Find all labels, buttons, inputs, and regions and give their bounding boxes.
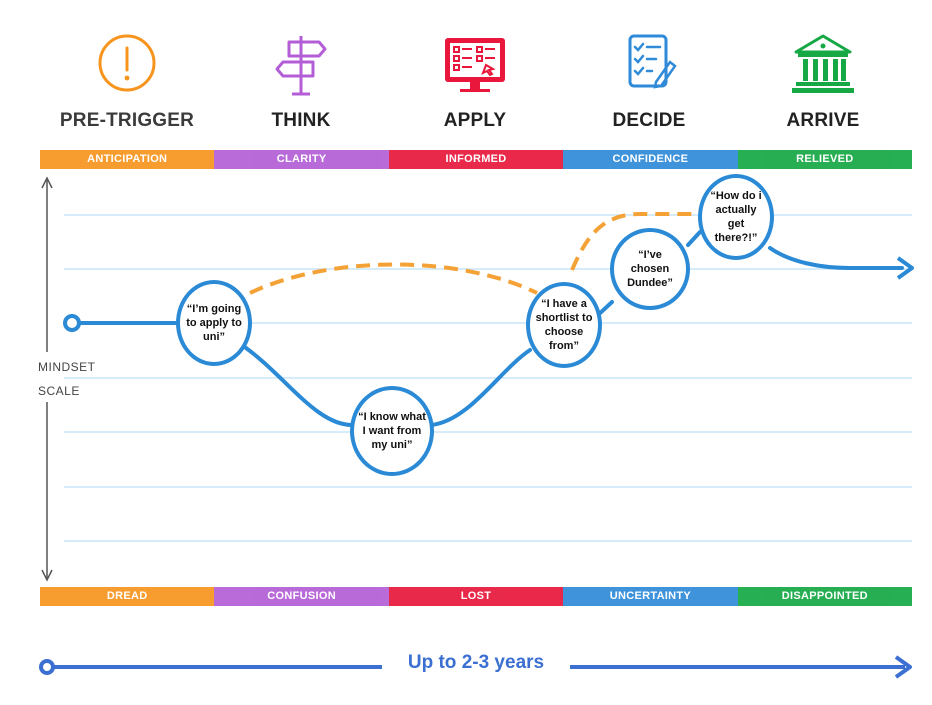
duration-arrow — [39, 655, 912, 679]
journey-start-point — [63, 314, 81, 332]
band-clarity: CLARITY — [214, 150, 389, 169]
band-dread: DREAD — [40, 587, 215, 606]
mindset-axis-label: MINDSET — [38, 360, 96, 374]
gridlines — [64, 214, 912, 542]
stage-title: THINK — [271, 110, 331, 131]
band-uncertainty: UNCERTAINTY — [563, 587, 738, 606]
stage-title: APPLY — [443, 110, 507, 131]
bubble-shortlist: “I have a shortlist to choose from” — [526, 282, 602, 368]
stage-pre-trigger: PRE-TRIGGER — [40, 28, 214, 132]
stage-title: DECIDE — [612, 110, 686, 131]
scale-axis-label: SCALE — [38, 384, 80, 398]
mindset-axis — [41, 176, 53, 582]
stage-title: ARRIVE — [786, 110, 860, 131]
bubble-going-to-apply: “I’m going to apply to uni” — [176, 280, 252, 366]
checklist-icon — [628, 34, 677, 89]
university-building-icon — [792, 34, 854, 93]
band-anticipation: ANTICIPATION — [40, 150, 215, 169]
band-disappointed: DISAPPOINTED — [737, 587, 913, 606]
exclamation-circle-icon — [98, 34, 156, 92]
signpost-icon — [275, 36, 327, 96]
stage-think: THINK — [214, 28, 388, 132]
journey-end-arrow — [896, 256, 914, 280]
negative-emotion-band: DREAD CONFUSION LOST UNCERTAINTY DISAPPO… — [40, 587, 913, 606]
band-confusion: CONFUSION — [214, 587, 389, 606]
stage-title: PRE-TRIGGER — [59, 110, 195, 131]
dashed-expectation-line — [570, 212, 698, 271]
stage-decide: DECIDE — [562, 28, 736, 132]
duration-label: Up to 2-3 years — [407, 652, 545, 673]
band-confidence: CONFIDENCE — [563, 150, 738, 169]
journey-line — [72, 230, 904, 427]
band-lost: LOST — [388, 587, 564, 606]
positive-emotion-band: ANTICIPATION CLARITY INFORMED CONFIDENCE… — [40, 150, 913, 169]
bubble-know-what-i-want: “I know what I want from my uni” — [350, 386, 434, 476]
application-screen-icon — [445, 38, 505, 92]
band-relieved: RELIEVED — [737, 150, 913, 169]
stage-arrive: ARRIVE — [736, 28, 910, 132]
stage-apply: APPLY — [388, 28, 562, 132]
bubble-how-do-i-get-there: “How do i actually get there?!” — [698, 174, 774, 260]
dashed-expectation-line — [249, 262, 538, 295]
band-informed: INFORMED — [388, 150, 564, 169]
bubble-chosen-dundee: “I’ve chosen Dundee” — [610, 228, 690, 310]
